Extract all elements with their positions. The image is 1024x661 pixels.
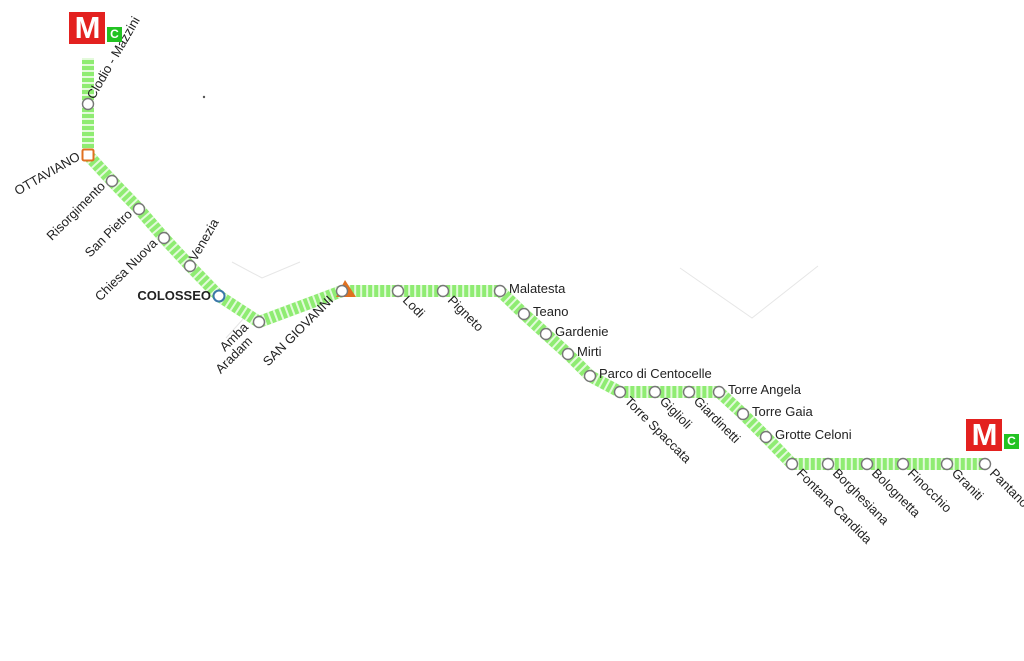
station-marker	[335, 284, 349, 298]
station-label-mirti: Mirti	[577, 344, 602, 359]
metro-logo-south: M C	[966, 419, 1019, 451]
line-c-track	[82, 58, 985, 470]
station-marker	[132, 202, 146, 216]
station-label-grotte-celoni: Grotte Celoni	[775, 427, 852, 442]
station-label-malatesta: Malatesta	[509, 281, 566, 296]
faint-line	[679, 265, 819, 319]
station-label-venezia: Venezia	[186, 215, 223, 263]
station-marker	[860, 457, 874, 471]
station-label-torre-angela: Torre Angela	[728, 382, 802, 397]
station-label-teano: Teano	[533, 304, 568, 319]
station-marker	[821, 457, 835, 471]
metro-m-icon: M	[966, 419, 1002, 451]
station-marker	[436, 284, 450, 298]
station-marker	[561, 347, 575, 361]
station-marker	[157, 231, 171, 245]
station-marker	[785, 457, 799, 471]
station-label-pigneto: Pigneto	[445, 293, 487, 335]
station-marker	[648, 385, 662, 399]
station-marker	[759, 430, 773, 444]
faint-line	[231, 261, 301, 279]
station-label-pantano: Pantano	[987, 466, 1024, 511]
station-marker	[105, 174, 119, 188]
station-interchange-marker	[81, 148, 95, 162]
station-marker	[252, 315, 266, 329]
station-marker	[896, 457, 910, 471]
metro-logo-north: M C	[69, 12, 122, 44]
station-marker	[940, 457, 954, 471]
station-marker	[682, 385, 696, 399]
station-label-graniti: Graniti	[949, 466, 987, 504]
station-marker	[391, 284, 405, 298]
station-label-san-pietro: San Pietro	[82, 207, 136, 261]
line-c-badge: C	[1004, 434, 1019, 449]
station-marker	[183, 259, 197, 273]
line-c-track-dashes	[82, 58, 985, 470]
station-marker	[712, 385, 726, 399]
station-marker	[978, 457, 992, 471]
station-label-ottaviano: OTTAVIANO	[12, 149, 83, 199]
station-marker	[583, 369, 597, 383]
metro-m-icon: M	[69, 12, 105, 44]
station-marker	[539, 327, 553, 341]
station-marker	[517, 307, 531, 321]
station-label-colosseo: COLOSSEO	[137, 288, 211, 303]
station-marker	[736, 407, 750, 421]
speck	[202, 95, 206, 99]
line-c-badge: C	[107, 27, 122, 42]
station-interchange-marker	[212, 289, 226, 303]
station-label-gardenie: Gardenie	[555, 324, 608, 339]
station-label-torre-gaia: Torre Gaia	[752, 404, 813, 419]
station-marker	[493, 284, 507, 298]
station-marker	[613, 385, 627, 399]
station-label-parco-di-centocelle: Parco di Centocelle	[599, 366, 712, 381]
station-marker	[81, 97, 95, 111]
